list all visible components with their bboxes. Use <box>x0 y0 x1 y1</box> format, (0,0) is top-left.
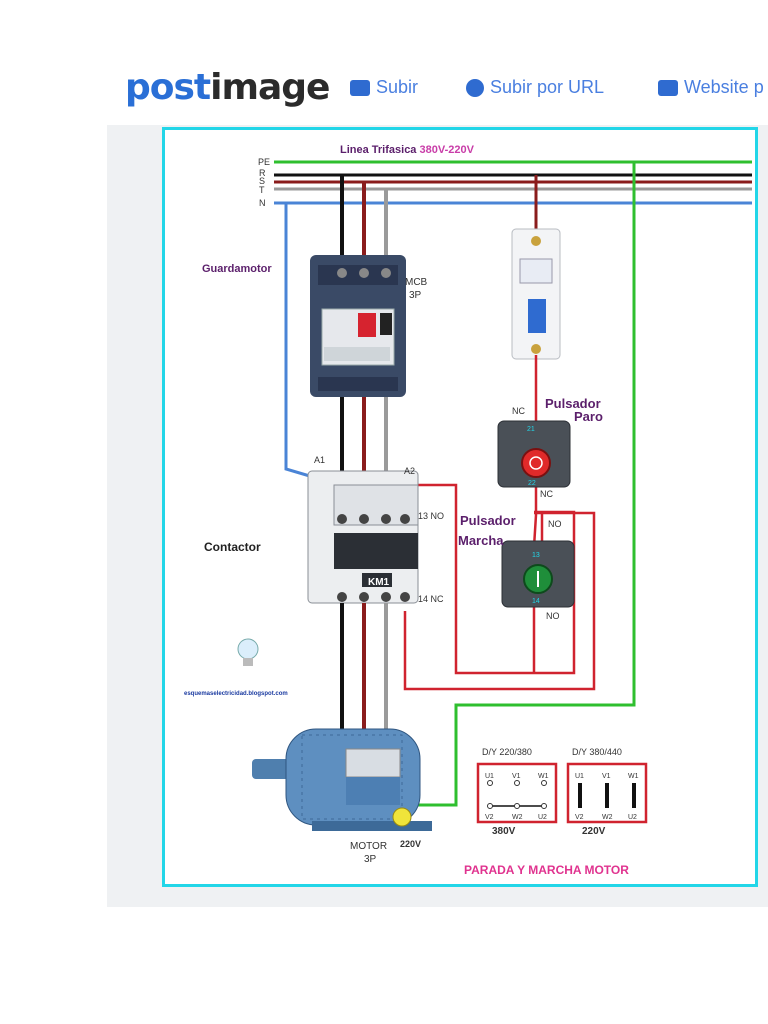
km1-label: KM1 <box>368 577 390 588</box>
brand-part-1: post <box>125 67 211 108</box>
nav-upload[interactable]: Subir <box>350 76 418 98</box>
nav-upload-url[interactable]: Subir por URL <box>466 76 604 98</box>
label-t: T <box>259 185 265 195</box>
pe-wire <box>412 162 636 807</box>
dy2-title: D/Y 380/440 <box>572 747 622 757</box>
t2-w2: W2 <box>602 814 613 821</box>
dy1-title: D/Y 220/380 <box>482 747 532 757</box>
mcb-label-1: MCB <box>405 277 428 288</box>
mcb-label-2: 3P <box>409 290 422 301</box>
motor-label-2: 3P <box>364 854 377 865</box>
t1-w2: W2 <box>512 814 523 821</box>
diagram-caption: PARADA Y MARCHA MOTOR <box>464 863 629 877</box>
motor-label-1: MOTOR <box>350 841 387 852</box>
contactor-km1 <box>307 470 419 604</box>
label-pe: PE <box>258 157 270 167</box>
wiring-diagram: Linea Trifasica 380V-220V PE R S T N Gua <box>184 144 752 877</box>
terminal-box-220 <box>566 762 648 824</box>
t2-w1: W1 <box>628 773 639 780</box>
label-r: R <box>259 168 266 178</box>
box-380-voltage: 380V <box>492 826 516 837</box>
t2-u2: U2 <box>628 814 637 821</box>
paro-terminal-22: 22 <box>528 480 536 487</box>
nc14-label: 14 NC <box>418 594 444 604</box>
website-icon <box>658 80 678 97</box>
label-n: N <box>259 198 266 208</box>
marcha-no-top: NO <box>548 519 562 529</box>
nav-upload-url-label: Subir por URL <box>490 77 605 97</box>
site-header: postimage Subir Subir por URL Website p <box>0 62 768 108</box>
t1-u1: U1 <box>485 773 494 780</box>
control-breaker <box>511 175 561 360</box>
start-pushbutton <box>501 540 575 608</box>
t1-u2: U2 <box>538 814 547 821</box>
label-s: S <box>259 176 265 186</box>
t1-v2: V2 <box>485 814 494 821</box>
pulsador-marcha-label-1: Pulsador <box>460 513 516 528</box>
t2-u1: U1 <box>575 773 584 780</box>
t1-w1: W1 <box>538 773 549 780</box>
site-logo[interactable]: postimage <box>125 67 330 108</box>
t1-v1: V1 <box>512 773 521 780</box>
guardamotor-mcb <box>310 255 406 397</box>
nav-website[interactable]: Website p <box>658 76 764 98</box>
link-icon <box>466 79 484 98</box>
brand-part-2: image <box>210 67 330 108</box>
supply-lines <box>274 160 752 205</box>
bulb-icon <box>237 638 259 666</box>
pulsador-paro-label-1: Pulsador <box>545 396 601 411</box>
no13-label: 13 NO <box>418 511 444 521</box>
control-wires <box>396 355 596 691</box>
nav-upload-label: Subir <box>376 77 419 97</box>
a1-label: A1 <box>314 455 325 465</box>
supply-to-guardamotor-wires <box>340 175 388 265</box>
supply-title: Linea Trifasica 380V-220V <box>340 144 475 156</box>
terminal-box-380 <box>476 762 558 824</box>
blog-url: esquemaselectricidad.blogspot.com <box>184 691 288 697</box>
paro-terminal-21: 21 <box>527 426 535 433</box>
box-220-voltage: 220V <box>582 826 606 837</box>
t2-v2: V2 <box>575 814 584 821</box>
marcha-no-bottom: NO <box>546 611 560 621</box>
pulsador-marcha-label-2: Marcha <box>458 533 504 548</box>
nav-website-label: Website p <box>684 77 764 97</box>
motor-3p <box>252 728 432 831</box>
paro-nc-top: NC <box>512 406 525 416</box>
t2-v1: V1 <box>602 773 611 780</box>
marcha-terminal-13: 13 <box>532 552 540 559</box>
upload-icon <box>350 80 370 97</box>
guardamotor-label: Guardamotor <box>202 263 272 275</box>
contactor-label: Contactor <box>204 540 261 554</box>
stop-pushbutton <box>497 420 571 488</box>
marcha-terminal-14: 14 <box>532 598 540 605</box>
pulsador-paro-label-2: Paro <box>574 409 603 424</box>
a2-label: A2 <box>404 466 415 476</box>
ground-voltage-label: 220V <box>400 839 421 849</box>
paro-nc-bottom: NC <box>540 489 553 499</box>
